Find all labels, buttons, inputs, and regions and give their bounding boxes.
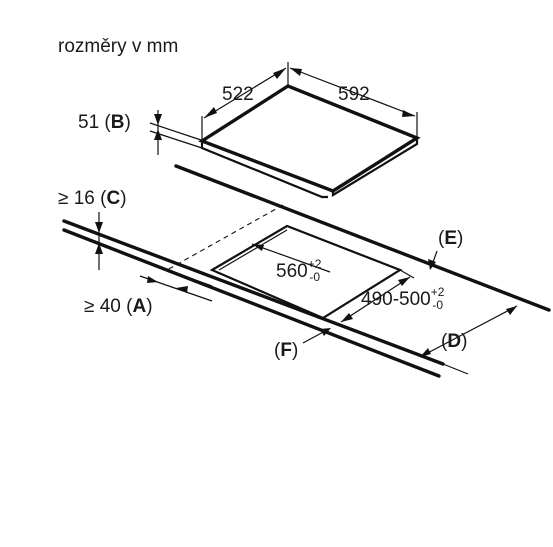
cutout-depth-arrow-b [341, 313, 353, 322]
label-clearance-top: ≥ 16 (C) [58, 188, 127, 209]
worktop-depth-arrow-a [420, 348, 431, 357]
thickness-dimension [149, 110, 205, 155]
worktop [62, 164, 551, 378]
clearance-front-dimension [139, 269, 213, 302]
cooktop-dimension-lines [201, 62, 418, 141]
worktop-depth-dimension [419, 305, 518, 375]
clearance-top-dimension [95, 212, 103, 270]
thickness-ext-top [149, 122, 205, 142]
cutout-inner-edge [218, 229, 288, 271]
dim-line-width [289, 67, 416, 117]
arrow-depth-a [204, 107, 217, 118]
cutout-depth-ext-b [322, 317, 341, 327]
dim-line-depth [203, 67, 287, 119]
clearance-top-arrow-a [95, 222, 103, 233]
label-depth-522: 522 [222, 84, 254, 105]
label-thickness: 51 (B) [78, 112, 131, 133]
cooktop-front-edge [200, 141, 328, 199]
label-clearance-front: ≥ 40 (A) [84, 296, 153, 317]
worktop-depth-ext-a [442, 363, 469, 375]
thickness-arrow-top [154, 114, 162, 125]
leader-e-arrow [428, 259, 436, 270]
clearance-front-ext [166, 269, 213, 287]
thickness-arrow-bottom [154, 129, 162, 140]
cutout-width-arrow-a [252, 244, 264, 251]
cutout-width-dim-line [251, 243, 331, 273]
cutout-depth-dim-line [340, 276, 411, 323]
worktop-hidden-line [166, 204, 284, 271]
worktop-back-edge [174, 164, 551, 312]
arrow-width-b [402, 110, 415, 117]
cooktop-side-edge [331, 138, 419, 197]
cutout-depth-arrow-a [398, 277, 410, 286]
label-marker-e: (E) [438, 228, 463, 249]
cutout-depth-dimension [322, 269, 415, 327]
label-marker-d: (D) [441, 331, 467, 352]
clearance-front-arrow-a [147, 276, 158, 283]
arrow-depth-b [273, 68, 286, 79]
clearance-front-arrow-b [176, 286, 188, 293]
worktop-front-top-edge [62, 219, 445, 366]
clearance-top-arrow-b [95, 243, 103, 254]
label-width-592: 592 [338, 84, 370, 105]
label-marker-f: (F) [274, 340, 298, 361]
worktop-depth-arrow-b [506, 306, 517, 315]
label-cutout-width: 560+2-0 [276, 257, 322, 284]
worktop-depth-dim-line [419, 305, 518, 358]
cutout-depth-ext-a [399, 269, 415, 279]
leader-f-arrow [320, 328, 331, 336]
label-cutout-depth: 490-500+2-0 [361, 285, 445, 312]
units-title: rozměry v mm [58, 36, 178, 57]
worktop-front-bottom-edge [62, 228, 441, 378]
arrow-width-a [290, 68, 302, 76]
